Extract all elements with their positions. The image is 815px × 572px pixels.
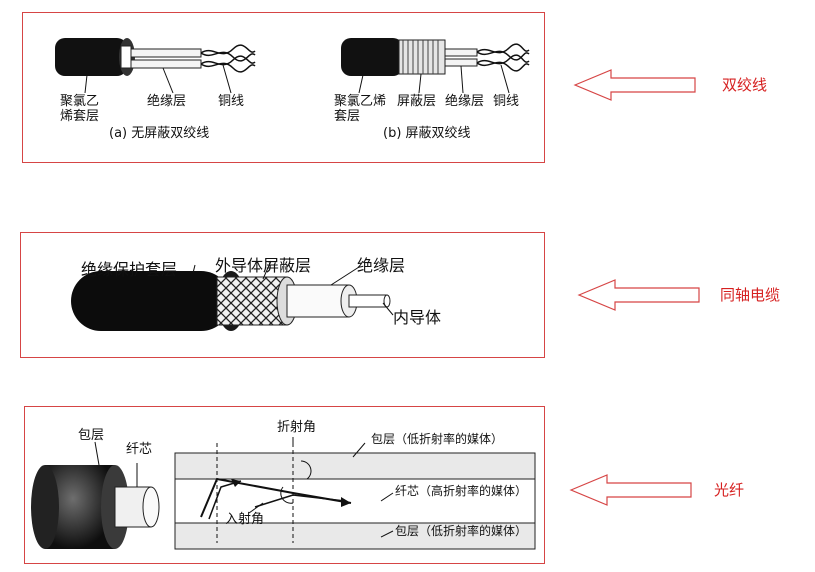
fiber-core-label: 纤芯 xyxy=(126,442,153,457)
stp-copper-label: 铜线 xyxy=(493,94,520,109)
utp-copper-label: 铜线 xyxy=(218,94,245,109)
fiber-panel: 包层 纤芯 折射角 入射角 包层（低折射率的媒体） 纤芯（高折射率的媒体） 包层… xyxy=(24,406,545,564)
fiber-cladding-label: 包层 xyxy=(78,428,105,443)
arrow-left-icon xyxy=(573,69,696,101)
fiber-cladding-bottom-label: 包层（低折射率的媒体） xyxy=(395,524,528,538)
utp-insulation-label: 绝缘层 xyxy=(147,94,187,109)
stp-insulation-label: 绝缘层 xyxy=(445,94,485,109)
coax-side-label: 同轴电缆 xyxy=(720,286,781,304)
utp-jacket-label: 聚氯乙 烯套层 xyxy=(60,94,100,124)
stp-jacket-label: 聚氯乙烯 套层 xyxy=(334,94,387,124)
coax-inner-conductor-label: 内导体 xyxy=(393,308,442,327)
utp-cable xyxy=(55,38,256,94)
twisted-pair-illustration xyxy=(55,38,530,94)
coax-panel: 绝缘保护套层 外导体屏蔽层 绝缘层 内导体 xyxy=(20,232,545,358)
coax-illustration xyxy=(71,260,394,331)
coax-outer-jacket-label: 绝缘保护套层 xyxy=(81,260,178,279)
stp-cable xyxy=(341,38,530,94)
twisted-pair-side-label: 双绞线 xyxy=(722,76,768,94)
utp-caption: (a) 无屏蔽双绞线 xyxy=(109,126,210,141)
coax-insulation-label: 绝缘层 xyxy=(357,256,406,275)
fiber-cladding-top-label: 包层（低折射率的媒体） xyxy=(371,432,504,446)
fiber-refraction-angle-label: 折射角 xyxy=(277,420,317,435)
twisted-pair-panel: 聚氯乙 烯套层 绝缘层 铜线 (a) 无屏蔽双绞线 聚氯乙烯 套层 屏蔽层 绝缘… xyxy=(22,12,545,163)
arrow-left-icon xyxy=(577,279,700,311)
fiber-incidence-angle-label: 入射角 xyxy=(225,512,265,527)
fiber-side-label: 光纤 xyxy=(714,481,745,499)
stp-shield-label: 屏蔽层 xyxy=(397,94,437,109)
stp-caption: (b) 屏蔽双绞线 xyxy=(383,126,471,141)
fiber-core-desc-label: 纤芯（高折射率的媒体） xyxy=(395,484,528,498)
coax-outer-conductor-label: 外导体屏蔽层 xyxy=(215,256,312,275)
arrow-left-icon xyxy=(569,474,692,506)
fiber-illustration xyxy=(31,437,536,550)
